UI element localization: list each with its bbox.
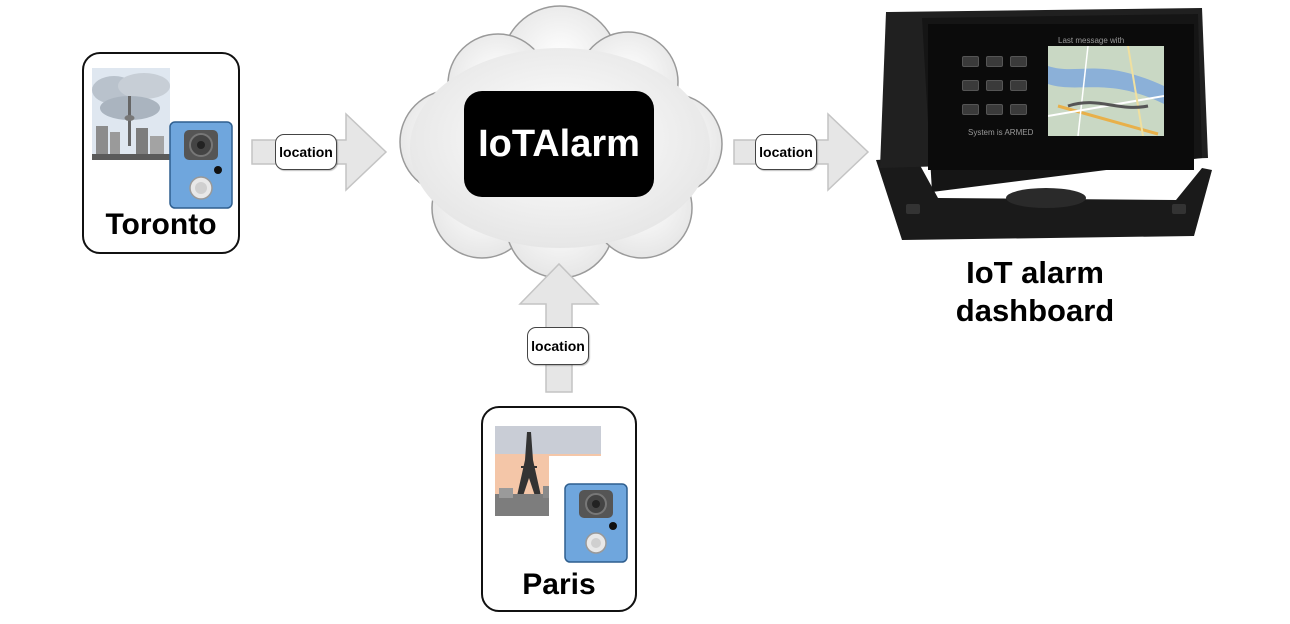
keypad-key xyxy=(986,104,1003,115)
toronto-node: Toronto xyxy=(82,52,240,254)
iotalarm-node: IoTAlarm xyxy=(464,91,654,197)
keypad-key xyxy=(962,80,979,91)
screen-status-text: System is ARMED xyxy=(968,128,1034,137)
paris-node: Paris xyxy=(481,406,637,612)
keypad-key xyxy=(962,56,979,67)
keypad-key xyxy=(1010,56,1027,67)
edge-label-location: location xyxy=(275,134,337,170)
dashboard-caption: IoT alarm dashboard xyxy=(900,254,1170,330)
edge-label-location: location xyxy=(527,327,589,365)
paris-label: Paris xyxy=(522,568,596,601)
alarm-device-icon xyxy=(564,483,628,563)
keypad-key xyxy=(962,104,979,115)
keypad-key xyxy=(1010,104,1027,115)
dashboard-caption-line2: dashboard xyxy=(955,293,1115,328)
keypad-key xyxy=(986,80,1003,91)
toronto-label: Toronto xyxy=(105,208,217,241)
dashboard-caption-line1: IoT alarm xyxy=(966,255,1104,290)
keypad-key xyxy=(1010,80,1027,91)
keypad-key xyxy=(986,56,1003,67)
edge-label-location: location xyxy=(755,134,817,170)
screen-header-text: Last message with xyxy=(1058,36,1125,45)
screen-map-image xyxy=(1048,46,1164,136)
toronto-skyline-image xyxy=(92,68,170,160)
alarm-device-icon xyxy=(169,121,233,209)
